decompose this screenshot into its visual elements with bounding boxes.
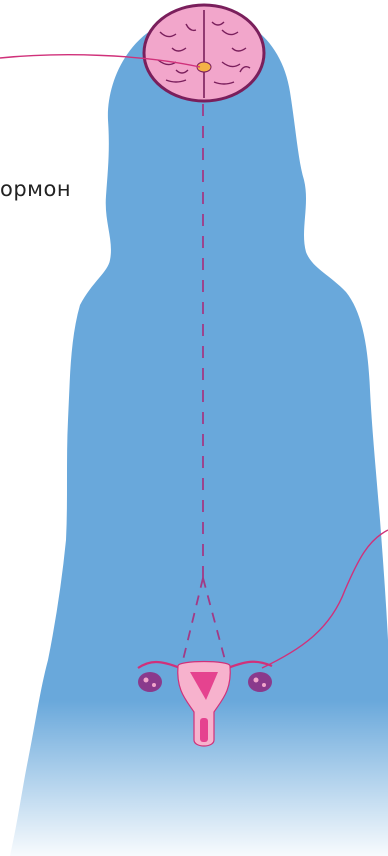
brain-icon bbox=[144, 5, 264, 101]
hormone-label: ормон bbox=[0, 177, 71, 201]
ovary-left-icon bbox=[138, 672, 162, 692]
ovary-right-icon bbox=[248, 672, 272, 692]
